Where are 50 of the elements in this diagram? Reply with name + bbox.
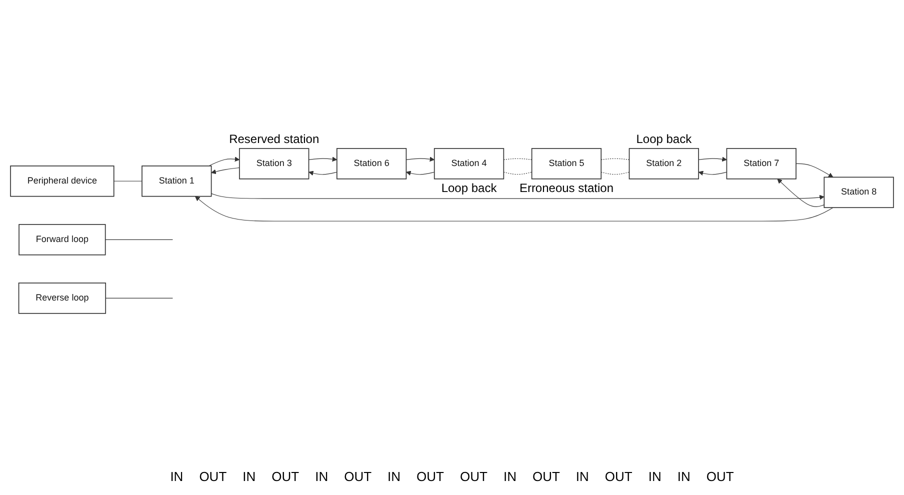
arrow xyxy=(698,156,727,162)
port-label: OUT xyxy=(198,468,228,485)
node-box: Station 2 xyxy=(628,148,699,180)
arrow xyxy=(211,193,824,200)
node-box: Station 3 xyxy=(239,148,310,180)
port-label: OUT xyxy=(416,468,445,485)
node-box: Station 4 xyxy=(434,148,504,180)
station-caption: Loop back xyxy=(636,132,692,146)
node-box: Forward loop xyxy=(18,224,106,256)
connector xyxy=(503,158,532,160)
arrow xyxy=(406,156,435,162)
connector xyxy=(503,172,532,175)
arrow xyxy=(194,196,834,222)
port-label: IN xyxy=(502,468,518,485)
arrow xyxy=(777,178,824,208)
port-label: IN xyxy=(169,468,184,485)
port-label: IN xyxy=(647,468,662,485)
station-caption: Erroneous station xyxy=(519,180,614,195)
port-label: OUT xyxy=(604,468,634,485)
node-box: Peripheral device xyxy=(10,166,114,197)
arrow xyxy=(406,170,435,176)
port-label: IN xyxy=(314,468,330,485)
connector xyxy=(105,298,173,299)
arrow xyxy=(796,163,834,178)
connector xyxy=(114,180,142,182)
port-label: OUT xyxy=(270,468,300,485)
station-caption: Loop back xyxy=(441,180,497,195)
node-box: Station 5 xyxy=(531,148,602,180)
port-label: IN xyxy=(242,468,257,485)
port-label: IN xyxy=(574,468,590,485)
node-box: Station 7 xyxy=(726,148,796,180)
arrow xyxy=(308,170,338,176)
station-caption: Reserved station xyxy=(229,132,320,146)
connector xyxy=(600,172,630,175)
arrow xyxy=(308,156,338,162)
port-label: OUT xyxy=(343,468,373,485)
arrow xyxy=(211,167,240,174)
connector xyxy=(600,158,630,160)
node-box: Reverse loop xyxy=(18,282,106,314)
node-box: Station 1 xyxy=(142,166,212,197)
node-box: Station 6 xyxy=(336,148,407,180)
port-label: OUT xyxy=(705,468,735,485)
port-label: IN xyxy=(676,468,692,485)
arrow xyxy=(698,170,727,176)
arrow xyxy=(208,156,240,166)
node-box: Station 8 xyxy=(824,176,894,208)
port-label: OUT xyxy=(531,468,561,485)
connector xyxy=(105,239,173,240)
port-label: IN xyxy=(386,468,402,485)
port-label: OUT xyxy=(459,468,488,485)
